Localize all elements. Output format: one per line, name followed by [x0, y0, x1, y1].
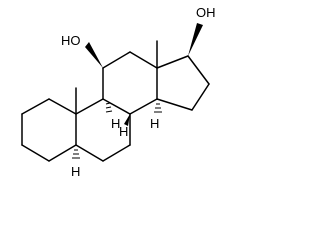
bond-c6-c5 [75, 144, 104, 162]
bond-c14-c8 [129, 98, 158, 115]
ring-d [156, 55, 210, 111]
ring-a [21, 98, 77, 162]
ring-b [75, 98, 131, 162]
wedge-bond-c17-oh [188, 23, 203, 56]
bond-c7-c6 [102, 144, 131, 162]
bond-c12-c13 [129, 51, 158, 69]
bond-c9-c8 [102, 98, 131, 115]
hashed-bond-c14-h [154, 103, 162, 113]
bond-c10-c9 [75, 98, 104, 115]
hydrogen-label-c5: H [71, 164, 80, 179]
bond-c1-c2 [21, 98, 50, 115]
ring-c [102, 51, 158, 115]
hydroxyl-label-c11: HO [61, 33, 81, 48]
hydrogen-label-c8: H [119, 124, 128, 139]
hydrogen-label-c9: H [111, 116, 120, 131]
bond-c17-c16 [187, 55, 210, 85]
wedge-bond-c11-oh [85, 42, 103, 68]
hydrogen-label-c14: H [150, 116, 159, 131]
bond-c15-c14 [156, 98, 193, 111]
hashed-bond-c5-h [72, 149, 80, 159]
steroid-skeletal-structure: HO OH H H H H [21, 5, 216, 179]
bond-c1-c10 [48, 98, 77, 115]
bond-c16-c15 [191, 83, 210, 111]
hashed-bond-c9-h [105, 102, 113, 113]
hydroxyl-label-c17: OH [196, 5, 216, 20]
bond-c11-c12 [102, 51, 131, 69]
wedge-bond-c8-h [124, 114, 130, 126]
bond-c13-c17 [156, 55, 189, 69]
bond-c3-c4 [21, 144, 50, 162]
bond-c4-c5 [48, 144, 77, 162]
